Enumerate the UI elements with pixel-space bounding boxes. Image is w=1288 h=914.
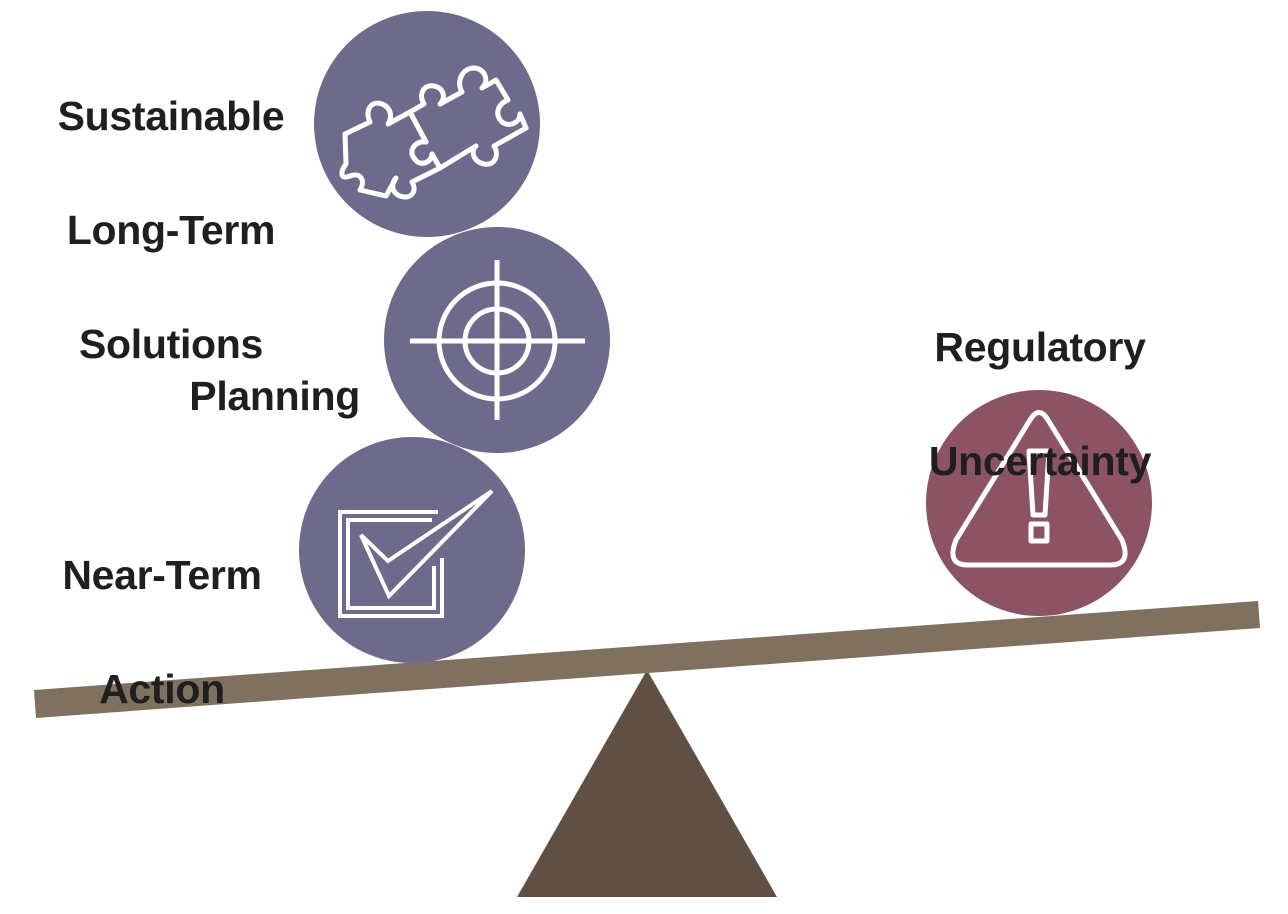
label-planning: Planning <box>160 311 360 482</box>
label-regulatory-uncertainty: Regulatory Uncertainty <box>905 262 1175 547</box>
warning-triangle-icon <box>950 410 1128 568</box>
label-line: Sustainable <box>57 93 285 139</box>
target-crosshair-icon <box>410 260 585 420</box>
puzzle-icon <box>339 65 529 200</box>
label-line: Near-Term <box>62 552 262 598</box>
label-sustainable-long-term-solutions: Sustainable Long-Term Solutions <box>40 31 302 430</box>
checkbox-checked-icon <box>338 489 494 618</box>
label-line: Uncertainty <box>928 438 1152 484</box>
fulcrum <box>517 670 777 897</box>
circle-planning <box>384 227 610 453</box>
label-line: Regulatory <box>934 324 1146 370</box>
label-line: Long-Term <box>66 207 276 253</box>
circle-regulatory <box>926 390 1152 616</box>
label-near-term-action: Near-Term Action <box>40 490 284 775</box>
label-line: Solutions <box>78 321 264 367</box>
label-line: Action <box>99 666 225 712</box>
label-line: Planning <box>189 373 360 419</box>
seesaw-beam <box>34 601 1260 718</box>
circle-near-term <box>299 437 525 663</box>
circle-sustainable <box>314 11 540 237</box>
